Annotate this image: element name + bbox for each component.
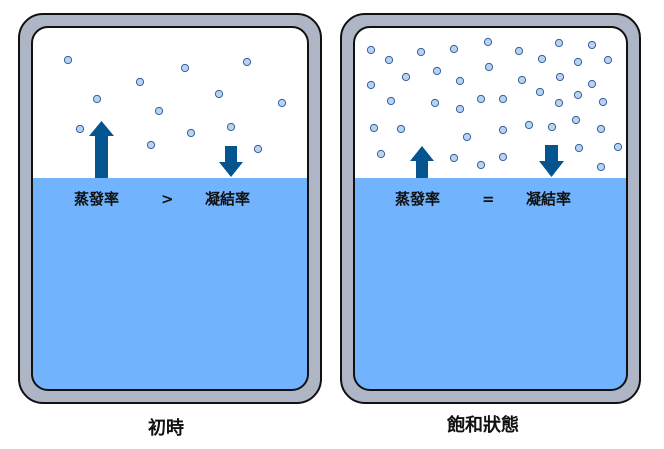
vapor-particle-icon (498, 125, 508, 135)
vapor-particle-icon (214, 89, 224, 99)
condensation-rate-label: 凝結率 (205, 190, 251, 208)
water-region (32, 178, 308, 390)
vapor-particle-icon (573, 90, 583, 100)
evaporation-rate-label: 蒸發率 (74, 190, 120, 208)
relation-symbol: > (161, 190, 174, 208)
vapor-particle-icon (535, 87, 545, 97)
vapor-particle-icon (455, 104, 465, 114)
vapor-particle-icon (517, 75, 527, 85)
vapor-particle-icon (366, 45, 376, 55)
vapor-particle-icon (92, 94, 102, 104)
vapor-particle-icon (587, 40, 597, 50)
vapor-particle-icon (396, 124, 406, 134)
vapor-particle-icon (63, 55, 73, 65)
vapor-particle-icon (180, 63, 190, 73)
vapor-particle-icon (226, 122, 236, 132)
vapor-particle-icon (384, 55, 394, 65)
vapor-particle-icon (554, 38, 564, 48)
vapor-particle-icon (613, 142, 623, 152)
vapor-particle-icon (484, 62, 494, 72)
vapor-particle-icon (135, 77, 145, 87)
vapor-particle-icon (430, 98, 440, 108)
vapor-particle-icon (498, 152, 508, 162)
evaporation-rate-label: 蒸發率 (395, 190, 441, 208)
vapor-particle-icon (555, 72, 565, 82)
vapor-particle-icon (462, 132, 472, 142)
vapor-particle-icon (154, 106, 164, 116)
vapor-particle-icon (524, 120, 534, 130)
evaporation-arrow-icon (410, 146, 434, 178)
caption-saturated: 飽和狀態 (447, 415, 519, 436)
vapor-particles (366, 37, 623, 172)
container-initial (18, 13, 322, 404)
vapor-particle-icon (416, 47, 426, 57)
evaporation-arrow-icon (89, 121, 114, 178)
condensation-arrow-icon (539, 145, 564, 177)
relation-symbol: = (482, 190, 495, 208)
vapor-particle-icon (547, 122, 557, 132)
vapor-particle-icon (366, 80, 376, 90)
container-saturated (340, 13, 641, 404)
air-region (32, 27, 308, 178)
vapor-particle-icon (455, 76, 465, 86)
vapor-particle-icon (432, 66, 442, 76)
vapor-particle-icon (386, 96, 396, 106)
vapor-particle-icon (75, 124, 85, 134)
vapor-particle-icon (596, 124, 606, 134)
vapor-particle-icon (498, 94, 508, 104)
vapor-particle-icon (537, 54, 547, 64)
condensation-rate-label: 凝結率 (526, 190, 572, 208)
vapor-particle-icon (449, 44, 459, 54)
vapor-particle-icon (596, 162, 606, 172)
vapor-particle-icon (574, 143, 584, 153)
caption-initial: 初時 (148, 418, 184, 439)
air-region (354, 27, 627, 178)
vapor-particle-icon (449, 153, 459, 163)
vapor-particle-icon (186, 128, 196, 138)
vapor-particles (63, 55, 287, 154)
water-region (354, 178, 627, 390)
vapor-particle-icon (369, 123, 379, 133)
vapor-particle-icon (253, 144, 263, 154)
vapor-particle-icon (573, 57, 583, 67)
vapor-particle-icon (476, 94, 486, 104)
vapor-particle-icon (514, 46, 524, 56)
vapor-particle-icon (587, 79, 597, 89)
vapor-particle-icon (401, 72, 411, 82)
vapor-particle-icon (554, 98, 564, 108)
vapor-particle-icon (483, 37, 493, 47)
vapor-particle-icon (476, 160, 486, 170)
vapor-particle-icon (277, 98, 287, 108)
vapor-particle-icon (376, 149, 386, 159)
vapor-particle-icon (571, 115, 581, 125)
vapor-particle-icon (146, 140, 156, 150)
vapor-particle-icon (598, 97, 608, 107)
vapor-particle-icon (603, 55, 613, 65)
vapor-particle-icon (242, 57, 252, 67)
condensation-arrow-icon (219, 146, 243, 177)
